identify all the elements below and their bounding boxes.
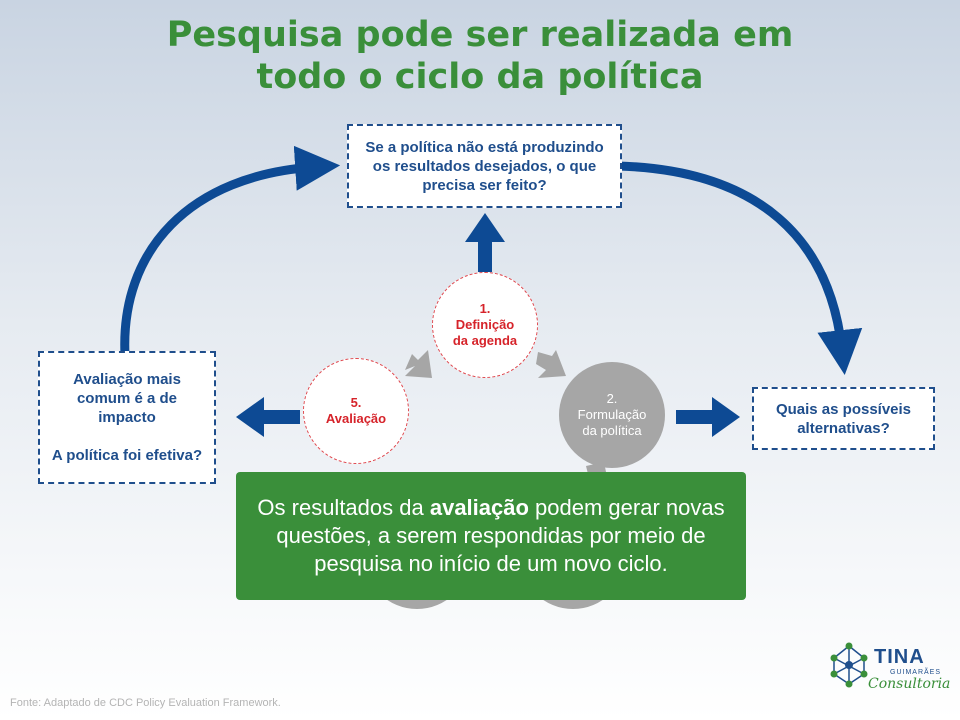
arc-arrow-right [617, 161, 863, 376]
cycle-step-5-label: Avaliação [325, 411, 387, 426]
question-box-left-line1: Avaliação mais comum é a de impacto [73, 371, 181, 426]
cycle-connector-5-1 [405, 350, 432, 378]
callout-text-after: podem gerar novas questões, a serem resp… [276, 495, 725, 576]
source-footnote: Fonte: Adaptado de CDC Policy Evaluation… [10, 697, 281, 709]
question-box-left: Avaliação mais comum é a de impacto A po… [38, 351, 216, 484]
cycle-step-5: 5. Avaliação [303, 358, 409, 464]
callout-text-bold: avaliação [429, 495, 529, 520]
logo-name: TINA [874, 646, 925, 668]
question-box-right-text: Quais as possíveis alternativas? [775, 400, 912, 437]
title-line-2: todo o ciclo da política [256, 57, 704, 97]
company-logo: TINA GUIMARÃES Consultoria [828, 640, 950, 696]
title-line-1: Pesquisa pode ser realizada em [166, 15, 794, 55]
callout-box: Os resultados da avaliação podem gerar n… [236, 472, 746, 600]
arrow-left [236, 397, 300, 437]
cycle-step-2-number: 2. [606, 391, 618, 406]
cycle-step-1-label: Definição da agenda [452, 317, 518, 348]
cycle-step-1: 1. Definição da agenda [432, 272, 538, 378]
page-title: Pesquisa pode ser realizada em todo o ci… [0, 14, 960, 98]
cycle-step-5-number: 5. [350, 395, 362, 410]
cycle-step-2: 2. Formulação da política [559, 362, 665, 468]
logo-script: Consultoria [868, 676, 951, 692]
network-logo-icon [830, 642, 868, 688]
callout-text-before: Os resultados da [257, 495, 430, 520]
arrow-up [465, 213, 505, 272]
callout-text: Os resultados da avaliação podem gerar n… [256, 494, 726, 578]
cycle-step-1-number: 1. [479, 301, 491, 316]
cycle-step-2-label: Formulação da política [577, 407, 647, 438]
question-box-top: Se a política não está produzindo os res… [347, 124, 622, 208]
question-box-top-text: Se a política não está produzindo os res… [365, 138, 604, 194]
arrow-right [676, 397, 740, 437]
arc-arrow-left [120, 145, 341, 356]
cycle-connector-1-2 [536, 350, 566, 378]
question-box-right: Quais as possíveis alternativas? [752, 387, 935, 450]
logo-subtitle: GUIMARÃES [890, 669, 942, 676]
question-box-left-line2: A política foi efetiva? [51, 447, 203, 464]
